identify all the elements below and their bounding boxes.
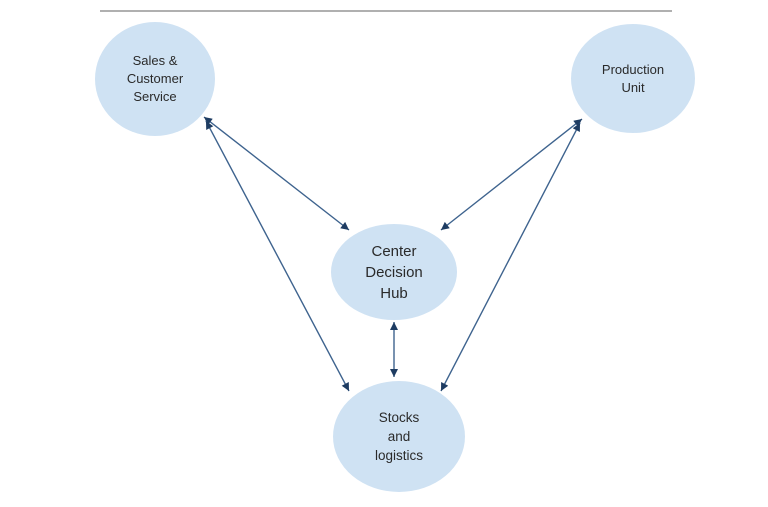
node-stocks-and-logistics: Stocks and logistics xyxy=(333,381,465,492)
node-label-stocks: Stocks and logistics xyxy=(374,410,423,463)
node-label-production: Production Unit xyxy=(601,61,665,95)
edge-sales-stocks xyxy=(205,120,350,392)
edge-production-stocks xyxy=(440,122,581,392)
node-center-decision-hub: Center Decision Hub xyxy=(331,224,457,320)
top-divider-line xyxy=(100,10,672,12)
node-sales-customer-service: Sales & Customer Service xyxy=(95,22,215,136)
node-production-unit: Production Unit xyxy=(571,24,695,133)
edge-production-hub xyxy=(440,118,583,231)
node-label-sales: Sales & Customer Service xyxy=(126,53,184,104)
node-label-hub: Center Decision Hub xyxy=(365,242,423,302)
edge-sales-hub xyxy=(203,116,350,231)
